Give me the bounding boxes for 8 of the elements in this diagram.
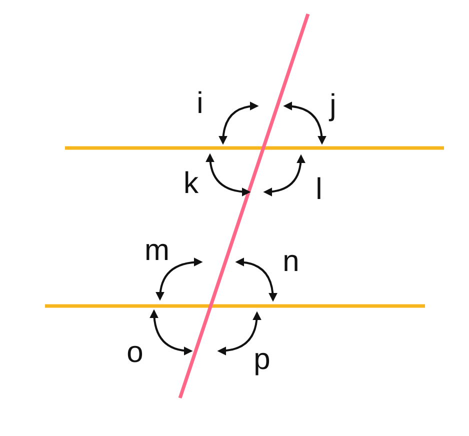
angle-label: n [282, 247, 300, 277]
angle-label: o [126, 338, 144, 368]
angle-label: l [316, 175, 322, 205]
angle-label: i [196, 89, 204, 119]
angle-label: p [254, 345, 270, 375]
angle-label: k [184, 169, 198, 199]
angle-label: j [330, 91, 336, 121]
angle-label: m [144, 236, 170, 266]
